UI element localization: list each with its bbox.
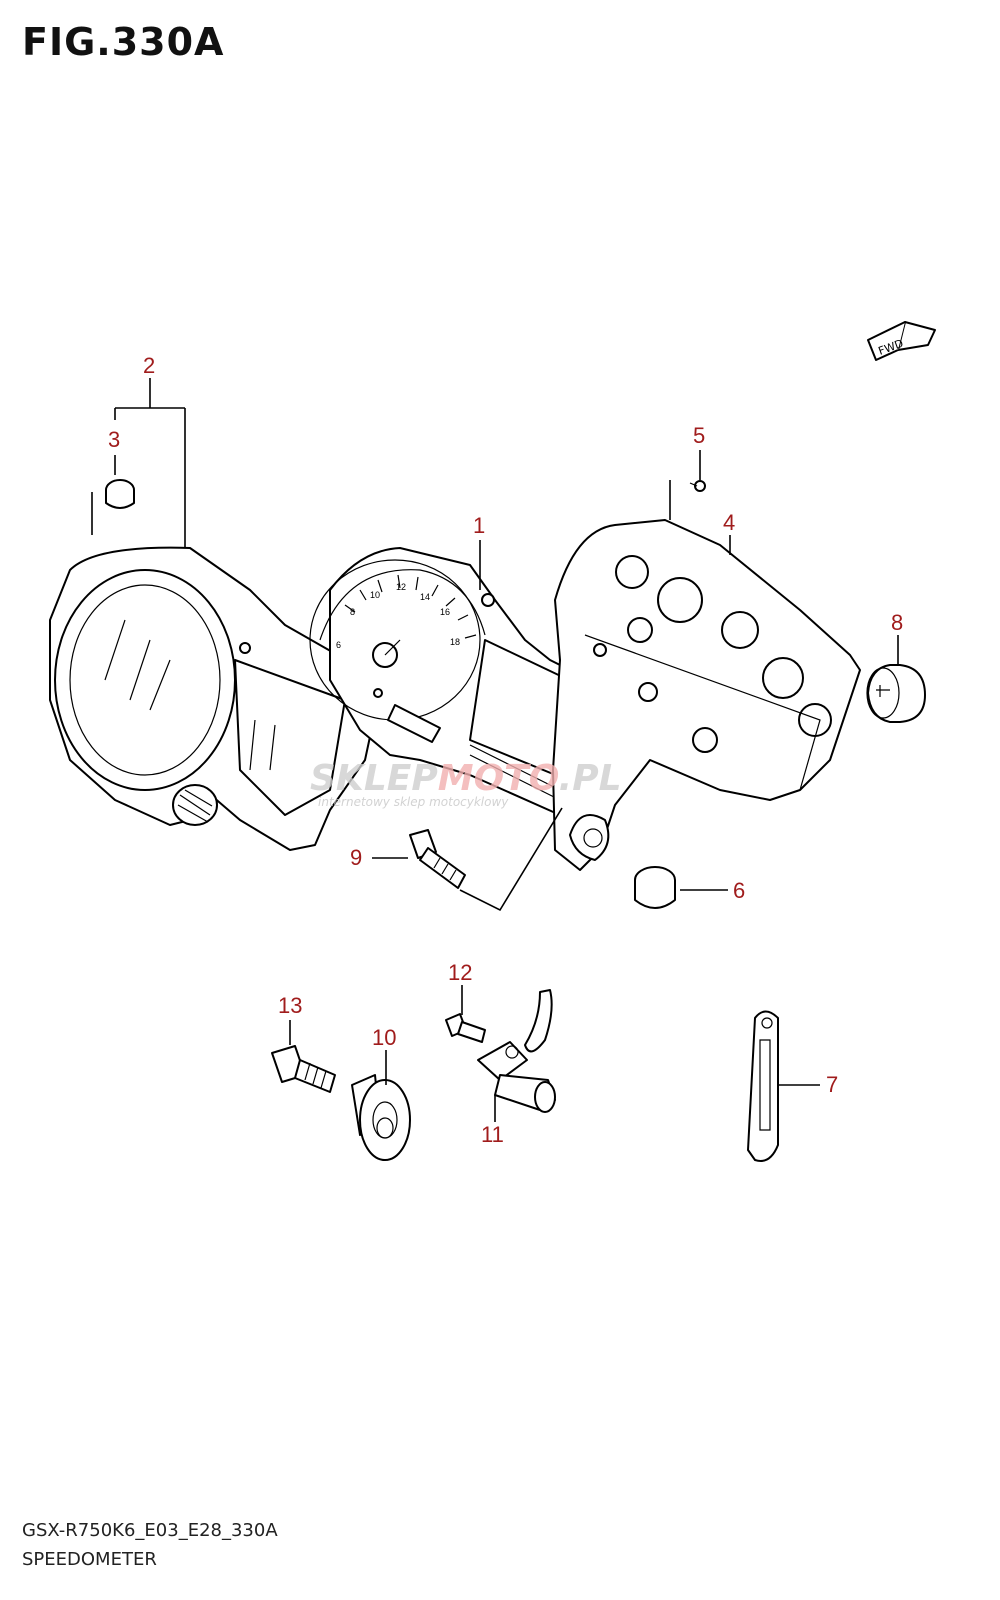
callout-8: 8 <box>891 610 903 635</box>
watermark: SKLEPMOTO.PL internetowy sklep motocyklo… <box>310 758 622 809</box>
lower-case <box>552 519 861 871</box>
callout-4: 4 <box>723 510 735 535</box>
cushion-part <box>105 479 135 509</box>
callout-2: 2 <box>143 353 155 378</box>
watermark-brand-accent: MOTO <box>438 758 559 799</box>
callout-1: 1 <box>473 513 485 538</box>
sensor-part-11 <box>477 989 556 1113</box>
section-name: SPEEDOMETER <box>22 1549 157 1570</box>
figure-title: FIG.330A <box>22 20 225 64</box>
watermark-tagline: internetowy sklep motocyklowy <box>318 795 509 809</box>
strap-part-7 <box>747 1010 779 1162</box>
screw-part-12 <box>445 1013 486 1043</box>
tick-18: 18 <box>450 637 460 647</box>
callout-3: 3 <box>108 427 120 452</box>
callout-5: 5 <box>693 423 705 448</box>
tick-6: 6 <box>336 640 341 650</box>
tick-10: 10 <box>370 590 380 600</box>
watermark-brand-main: SKLEP <box>310 758 438 799</box>
callout-12: 12 <box>448 960 472 985</box>
callout-11: 11 <box>481 1122 504 1147</box>
fwd-arrow-icon: FWD <box>867 321 936 361</box>
callout-10: 10 <box>372 1025 396 1050</box>
collar-part-10 <box>351 1074 411 1161</box>
tick-16: 16 <box>440 607 450 617</box>
screw-part-13 <box>271 1045 336 1093</box>
cushion-part-6 <box>634 866 676 909</box>
tick-8: 8 <box>350 607 355 617</box>
screw-part-9 <box>409 829 466 889</box>
callout-9: 9 <box>350 845 362 870</box>
screw-part-5 <box>689 480 706 492</box>
callout-13: 13 <box>278 993 302 1018</box>
tick-14: 14 <box>420 592 430 602</box>
meter-case <box>49 546 381 851</box>
model-code: GSX-R750K6_E03_E28_330A <box>22 1520 278 1541</box>
cover-part-8 <box>866 664 926 723</box>
callout-6: 6 <box>733 878 745 903</box>
leader-lines <box>91 378 899 1122</box>
tick-12: 12 <box>396 582 406 592</box>
svg-text:SKLEPMOTO.PL: SKLEPMOTO.PL <box>310 758 622 799</box>
callout-7: 7 <box>826 1072 838 1097</box>
watermark-brand-suffix: .PL <box>559 758 622 799</box>
